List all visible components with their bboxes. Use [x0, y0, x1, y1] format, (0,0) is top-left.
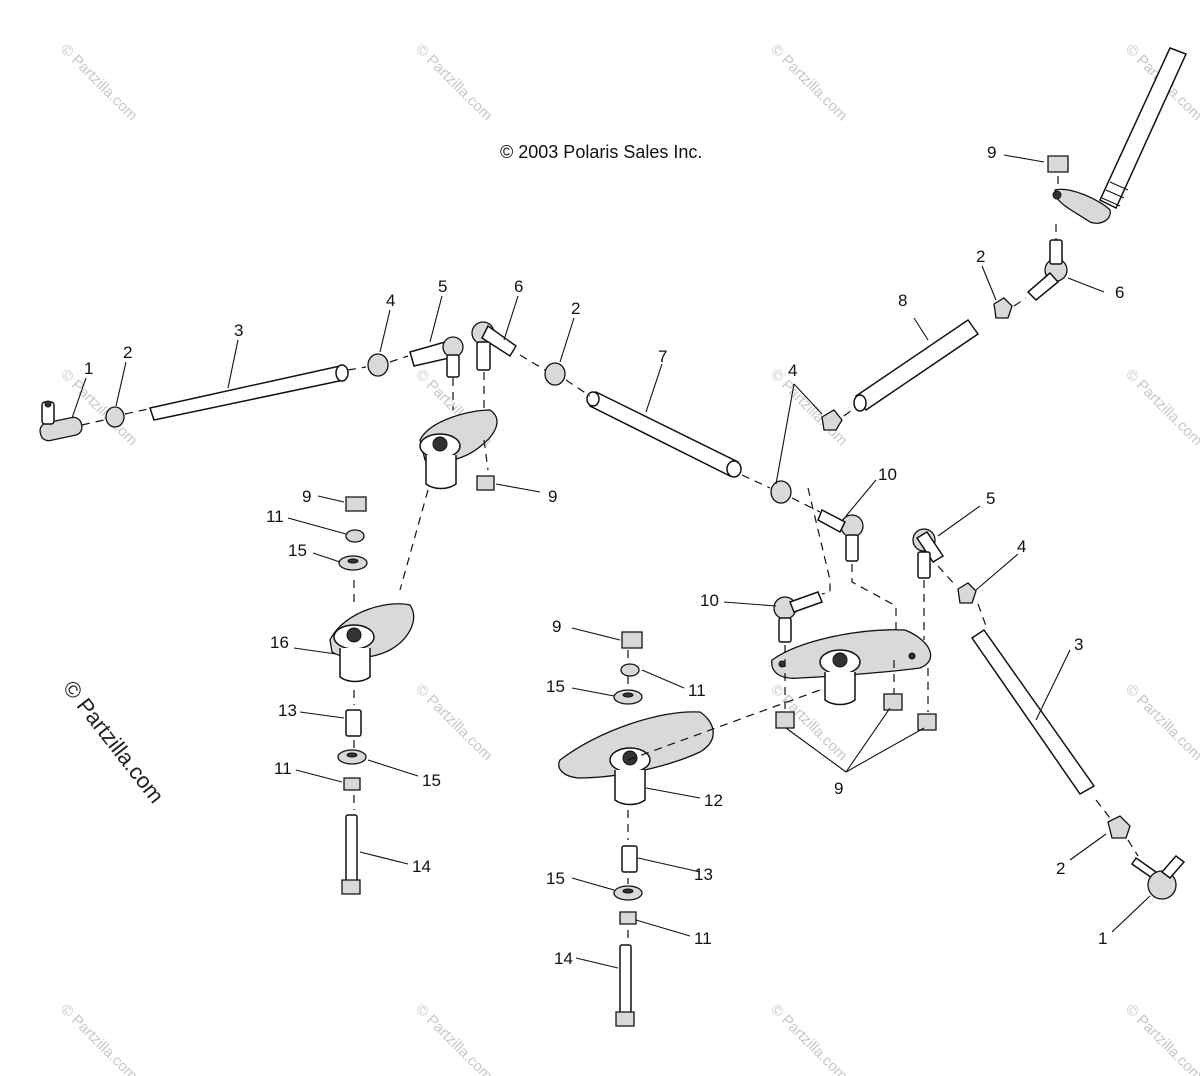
left-pitman-arm-upper [419, 409, 498, 490]
watermark: © Partzilla.com [412, 1001, 495, 1076]
center-inner-nut [770, 480, 792, 504]
callout: 9 [552, 617, 561, 636]
partzilla-side-watermark: © Partzilla.com [58, 676, 169, 808]
callout: 11 [688, 681, 706, 700]
watermark: © Partzilla.com [767, 366, 850, 449]
callout: 3 [234, 321, 243, 340]
left-nut-9 [476, 475, 495, 491]
copyright-text: © 2003 Polaris Sales Inc. [500, 142, 702, 162]
right-upper-lock-nut [821, 409, 843, 431]
callout: 9 [987, 143, 996, 162]
center-bushing-stack-lower [613, 845, 643, 1027]
callout: 15 [546, 677, 565, 696]
right-lower-jam-nut [1107, 815, 1131, 839]
upper-nut-9 [1047, 155, 1069, 173]
steering-post [1052, 47, 1188, 224]
callout: 12 [704, 791, 723, 810]
callout: 1 [1098, 929, 1107, 948]
watermark: © Partzilla.com [412, 41, 495, 124]
callout: 15 [422, 771, 441, 790]
left-tie-rod [149, 364, 349, 421]
steering-tie-rod [853, 318, 980, 412]
watermark: © Partzilla.com [1122, 681, 1200, 764]
left-jam-nut [105, 406, 125, 428]
left-nut-stack [338, 496, 368, 571]
callout: 15 [288, 541, 307, 560]
leader-lines [71, 154, 1151, 969]
center-nut-stack-upper [613, 631, 643, 705]
center-jam-nut [544, 362, 566, 386]
callout: 9 [548, 487, 557, 506]
right-rod-end-10-upper [817, 508, 864, 562]
watermark: © Partzilla.com [412, 681, 495, 764]
callout: 3 [1074, 635, 1083, 654]
callout-labels: 1 2 3 4 5 6 2 7 4 8 2 6 9 9 9 11 15 16 1… [84, 143, 1124, 968]
center-drag-link [586, 390, 742, 478]
callout: 14 [554, 949, 573, 968]
watermark: © Partzilla.com [1122, 366, 1200, 449]
watermark: © Partzilla.com [1122, 1001, 1200, 1076]
left-pitman-arm-lower [329, 603, 415, 683]
callout: 2 [976, 247, 985, 266]
watermark: © Partzilla.com [57, 1001, 140, 1076]
right-rod-end-10-lower [773, 591, 823, 643]
callout: 5 [438, 277, 447, 296]
callout: 13 [694, 865, 713, 884]
left-inner-rod-end [409, 336, 464, 378]
callout: 11 [694, 929, 712, 948]
callout: 2 [1056, 859, 1065, 878]
callout: 8 [898, 291, 907, 310]
callout: 4 [386, 291, 395, 310]
right-rod-end-5 [912, 528, 945, 579]
callout: 9 [302, 487, 311, 506]
callout: 5 [986, 489, 995, 508]
idler-nuts-9 [775, 693, 937, 731]
right-jam-nut-4 [957, 582, 977, 604]
left-inner-nut [367, 353, 389, 377]
callout: 15 [546, 869, 565, 888]
center-rod-end-left [471, 321, 517, 371]
callout: 4 [1017, 537, 1026, 556]
callout: 4 [788, 361, 797, 380]
right-tie-rod-end [1130, 854, 1186, 900]
right-upper-rod-end [1026, 239, 1068, 302]
callout: 10 [878, 465, 897, 484]
callout: 7 [658, 347, 667, 366]
watermark: © Partzilla.com [57, 41, 140, 124]
watermark: © Partzilla.com [767, 1001, 850, 1076]
left-tie-rod-end [39, 400, 83, 442]
callout: 2 [571, 299, 580, 318]
callout: 11 [266, 507, 284, 526]
callout: 16 [270, 633, 289, 652]
callout: 10 [700, 591, 719, 610]
callout: 9 [834, 779, 843, 798]
watermark: © Partzilla.com [767, 41, 850, 124]
left-bushing-stack [337, 709, 367, 895]
callout: 13 [278, 701, 297, 720]
right-tie-rod [970, 628, 1096, 795]
callout: 6 [514, 277, 523, 296]
right-idler-arm [771, 629, 932, 706]
center-idler-arm-12 [558, 711, 714, 806]
callout: 2 [123, 343, 132, 362]
right-upper-jam-nut [993, 297, 1013, 319]
callout: 14 [412, 857, 431, 876]
callout: 6 [1115, 283, 1124, 302]
assembly-lines [81, 176, 1139, 940]
callout: 1 [84, 359, 93, 378]
callout: 11 [274, 759, 292, 778]
